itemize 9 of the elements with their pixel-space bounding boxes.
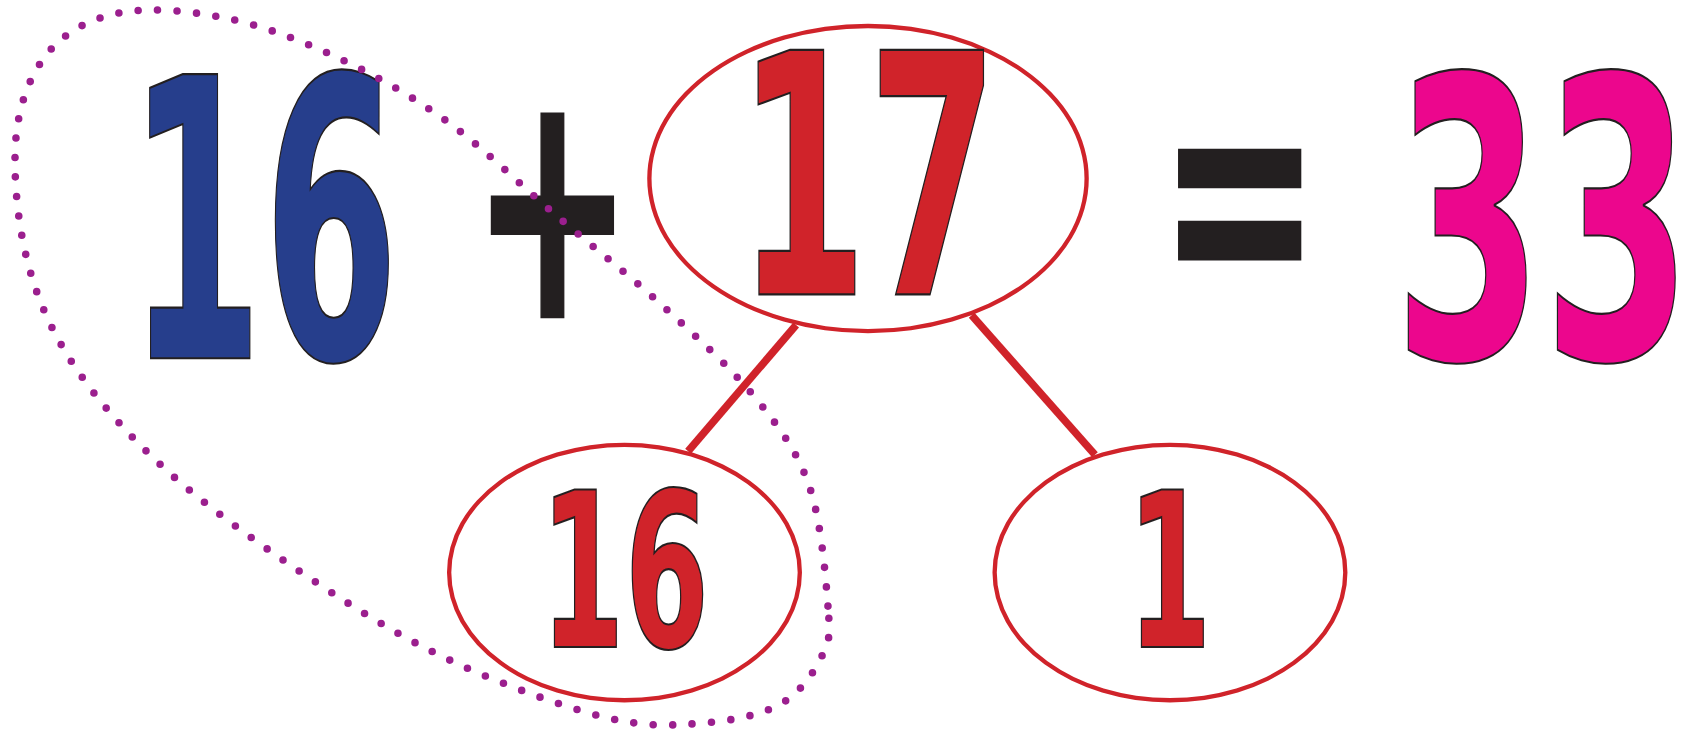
- number-text: 16: [127, 29, 399, 419]
- connector-line: [968, 312, 1098, 458]
- connector-line: [685, 322, 799, 454]
- plus-sign: +: [470, 43, 635, 368]
- number-text: 33: [1394, 29, 1693, 419]
- number-text: 1: [1127, 464, 1213, 681]
- number-text: 16: [540, 464, 709, 681]
- equals-sign: =: [1158, 32, 1322, 358]
- number-text: 17: [737, 10, 999, 347]
